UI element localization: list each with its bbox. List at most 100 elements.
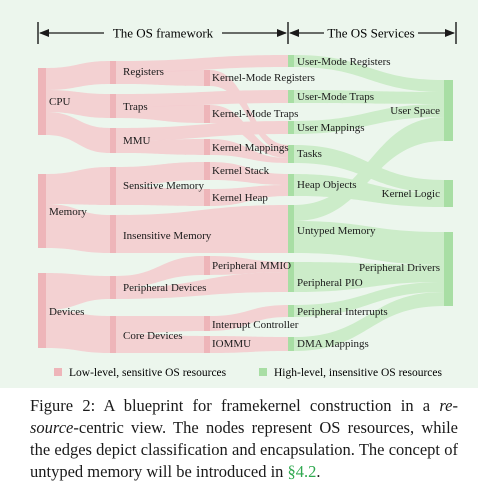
node-devices [38, 273, 46, 348]
service-nodes [288, 55, 453, 351]
label-kernel-mode-registers: Kernel-Mode Registers [212, 72, 315, 84]
label-mmu: MMU [123, 135, 151, 147]
node-dma-mappings [288, 337, 294, 351]
flows-level1-level2 [46, 61, 110, 353]
node-kernel-mode-registers [204, 70, 210, 86]
flow-devices-peripheral [46, 273, 110, 310]
node-peripheral-interrupts [288, 305, 294, 317]
node-peripheral-drivers [444, 232, 453, 306]
flow-cpu-registers [46, 61, 110, 90]
label-kernel-logic: Kernel Logic [382, 188, 440, 200]
legend-red-swatch [54, 368, 62, 376]
framework-header: The OS framework [37, 22, 289, 44]
flow-interrupts-peripheral-drivers [294, 282, 444, 317]
label-iommu: IOMMU [212, 338, 251, 350]
label-registers: Registers [123, 66, 164, 78]
node-insensitive-memory [110, 215, 116, 253]
flow-interrupt-peripheral-interrupts [210, 305, 288, 331]
label-sensitive-memory: Sensitive Memory [123, 180, 204, 192]
flow-cpu-traps [46, 90, 110, 118]
flow-untyped-peripheral-drivers [294, 221, 444, 265]
node-kernel-mappings [204, 139, 210, 155]
caption-part2: -centric view. The nodes represent OS re… [30, 418, 458, 481]
label-devices: Devices [49, 306, 84, 318]
flows-to-consumers [294, 55, 444, 351]
node-user-mode-registers [288, 55, 294, 67]
flow-tasks-kernel-logic [294, 145, 444, 193]
label-peripheral-interrupts: Peripheral Interrupts [297, 306, 388, 318]
flow-pio-peripheral-drivers [294, 262, 444, 292]
node-traps [110, 94, 116, 118]
flow-user-mode-registers-user-space [294, 55, 444, 92]
label-peripheral-drivers: Peripheral Drivers [359, 262, 440, 274]
flow-kernel-heap-heap-objects [210, 185, 288, 206]
label-interrupt-controller: Interrupt Controller [212, 319, 299, 331]
services-header: The OS Services [289, 22, 457, 44]
caption-end: . [316, 462, 321, 481]
figure-panel: The OS framework The OS Services [0, 0, 478, 388]
flow-iommu-dma-mappings [210, 336, 288, 353]
label-user-mode-traps: User-Mode Traps [297, 91, 374, 103]
flow-devices-core [46, 310, 110, 353]
flow-kernel-mode-registers-tasks [210, 70, 288, 152]
flow-mmu-kernel-mappings [116, 139, 204, 155]
node-kernel-mode-traps [204, 105, 210, 123]
label-user-mappings: User Mappings [297, 122, 365, 134]
caption-label: Figure 2: [30, 396, 96, 415]
legend-low-level-label: Low-level, sensitive OS resources [69, 367, 227, 379]
flow-peripheral-mmio [116, 256, 204, 288]
framework-header-label: The OS framework [113, 26, 214, 41]
node-labels: CPU Memory Devices Registers Traps MMU S… [49, 56, 440, 350]
node-user-space [444, 80, 453, 141]
node-memory [38, 174, 46, 248]
node-peripheral-mmio [204, 256, 210, 275]
label-kernel-mappings: Kernel Mappings [212, 142, 289, 154]
flow-insensitive-untyped [116, 205, 288, 253]
section-reference-link[interactable]: §4.2 [287, 462, 317, 481]
node-kernel-heap [204, 189, 210, 206]
caption-italic: re-source [30, 396, 458, 437]
label-tasks: Tasks [297, 148, 322, 160]
node-mmu [110, 128, 116, 153]
node-kernel-logic [444, 180, 453, 207]
label-memory: Memory [49, 206, 87, 218]
node-peripheral-pio [288, 262, 294, 292]
legend: Low-level, sensitive OS resources High-l… [54, 367, 443, 379]
caption-part1: A blueprint for framekernel construction… [95, 396, 440, 415]
node-untyped-memory [288, 205, 294, 253]
flow-kernel-mappings-tasks [210, 139, 288, 163]
flow-dma-peripheral-drivers [294, 292, 444, 351]
flow-registers-user-mode-registers [116, 55, 288, 73]
services-header-label: The OS Services [327, 26, 414, 41]
flow-registers-kernel-mode-registers [116, 70, 204, 86]
node-user-mappings [288, 121, 294, 134]
label-user-space: User Space [390, 105, 440, 117]
label-user-mode-registers: User-Mode Registers [297, 56, 391, 68]
label-untyped-memory: Untyped Memory [297, 225, 376, 237]
legend-high-level-label: High-level, insensitive OS resources [274, 367, 443, 379]
node-iommu [204, 336, 210, 353]
legend-green-swatch [259, 368, 267, 376]
flow-core-interrupt-controller [116, 316, 204, 334]
flow-heap-objects-kernel-logic [294, 174, 444, 207]
framekernel-sankey-diagram: The OS framework The OS Services [37, 22, 457, 379]
flow-user-mode-traps-user-space [294, 90, 444, 104]
label-kernel-stack: Kernel Stack [212, 165, 270, 177]
flows-level2-level3 [116, 70, 204, 353]
node-kernel-stack [204, 162, 210, 180]
flow-core-iommu [116, 334, 204, 353]
node-cpu [38, 68, 46, 135]
label-kernel-mode-traps: Kernel-Mode Traps [212, 108, 298, 120]
label-traps: Traps [123, 101, 148, 113]
label-core-devices: Core Devices [123, 330, 183, 342]
flow-sensitive-kernel-heap [116, 186, 204, 206]
flow-mmio-peripheral-pio [210, 256, 288, 275]
node-sensitive-memory [110, 167, 116, 205]
node-peripheral-devices [110, 276, 116, 299]
flow-sensitive-kernel-stack [116, 162, 204, 186]
label-heap-objects: Heap Objects [297, 179, 357, 191]
label-kernel-heap: Kernel Heap [212, 192, 268, 204]
node-user-mode-traps [288, 90, 294, 103]
node-interrupt-controller [204, 316, 210, 331]
node-heap-objects [288, 174, 294, 196]
